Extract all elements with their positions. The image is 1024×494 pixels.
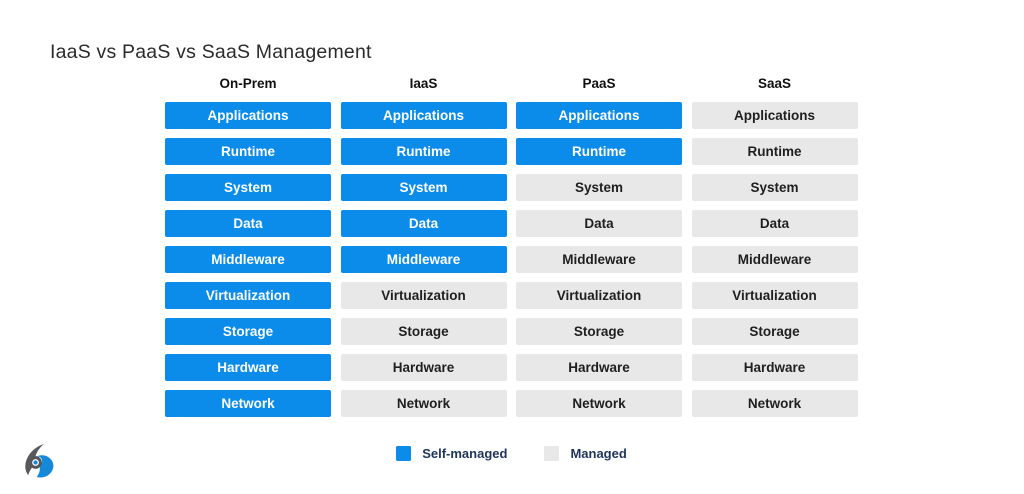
column-header-on-prem: On-Prem (219, 76, 277, 91)
management-matrix: On-Prem IaaS PaaS SaaS Applications Applicati… (165, 74, 858, 417)
legend-label-managed: Managed (570, 446, 627, 461)
cell-on-prem-data: Data (165, 210, 331, 237)
cell-paas-hardware: Hardware (516, 354, 682, 381)
column-header-paas: PaaS (582, 76, 616, 91)
cell-on-prem-network: Network (165, 390, 331, 417)
legend-swatch-managed-icon (544, 446, 560, 461)
cell-paas-network: Network (516, 390, 682, 417)
cell-iaas-hardware: Hardware (340, 354, 507, 381)
cell-saas-storage: Storage (691, 318, 858, 345)
cell-paas-middleware: Middleware (516, 246, 682, 273)
column-header-saas: SaaS (757, 76, 792, 91)
cell-paas-system: System (516, 174, 682, 201)
cell-iaas-applications: Applications (340, 102, 507, 129)
cell-saas-runtime: Runtime (691, 138, 858, 165)
legend-item-self-managed: Self-managed (396, 446, 507, 461)
legend: Self-managed Managed (165, 446, 858, 461)
cell-iaas-system: System (340, 174, 507, 201)
cell-paas-storage: Storage (516, 318, 682, 345)
brand-logo (21, 443, 54, 481)
brand-logo-icon (25, 444, 54, 478)
cell-iaas-network: Network (340, 390, 507, 417)
cell-on-prem-storage: Storage (165, 318, 331, 345)
legend-swatch-self-managed-icon (396, 446, 412, 461)
cell-paas-applications: Applications (516, 102, 682, 129)
cell-saas-middleware: Middleware (691, 246, 858, 273)
cell-paas-virtualization: Virtualization (516, 282, 682, 309)
cell-saas-applications: Applications (691, 102, 858, 129)
column-header-iaas: IaaS (409, 76, 438, 91)
cell-on-prem-applications: Applications (165, 102, 331, 129)
cell-on-prem-runtime: Runtime (165, 138, 331, 165)
cell-on-prem-system: System (165, 174, 331, 201)
cell-on-prem-virtualization: Virtualization (165, 282, 331, 309)
cell-iaas-data: Data (340, 210, 507, 237)
cell-iaas-storage: Storage (340, 318, 507, 345)
cell-paas-runtime: Runtime (516, 138, 682, 165)
cell-saas-network: Network (691, 390, 858, 417)
legend-label-self-managed: Self-managed (422, 446, 508, 461)
legend-item-managed: Managed (544, 446, 627, 461)
cell-saas-virtualization: Virtualization (691, 282, 858, 309)
cell-iaas-virtualization: Virtualization (340, 282, 507, 309)
cell-saas-data: Data (691, 210, 858, 237)
cell-on-prem-hardware: Hardware (165, 354, 331, 381)
cell-on-prem-middleware: Middleware (165, 246, 331, 273)
page-title: IaaS vs PaaS vs SaaS Management (50, 41, 372, 63)
cell-saas-hardware: Hardware (691, 354, 858, 381)
cell-iaas-runtime: Runtime (340, 138, 507, 165)
cell-iaas-middleware: Middleware (340, 246, 507, 273)
cell-saas-system: System (691, 174, 858, 201)
cell-paas-data: Data (516, 210, 682, 237)
